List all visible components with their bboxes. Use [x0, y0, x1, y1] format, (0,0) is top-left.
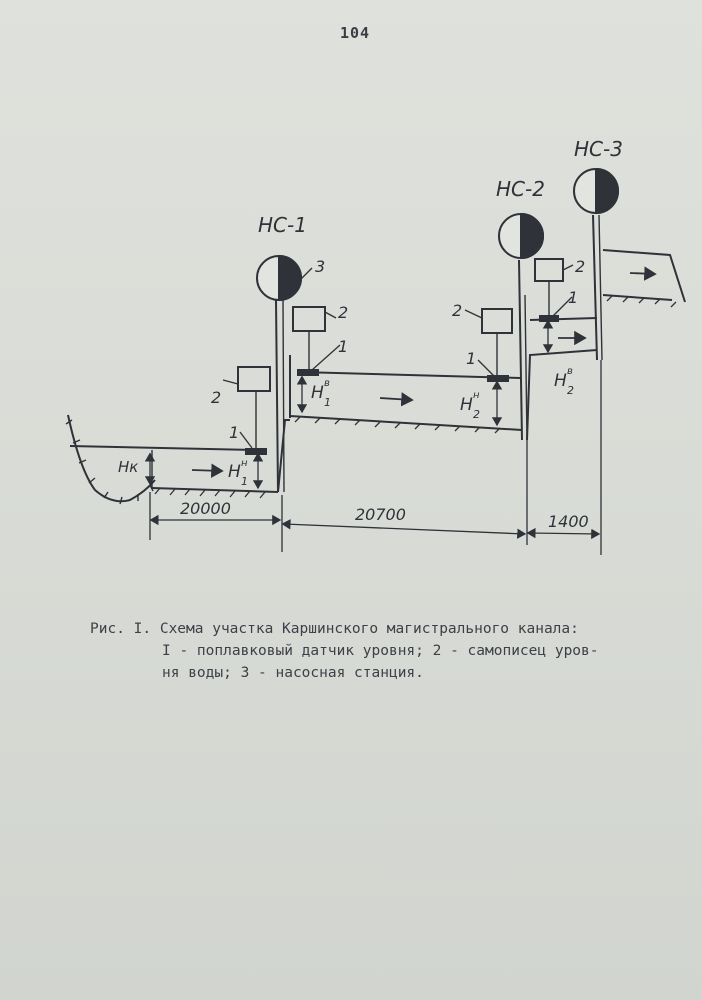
- step2-wall: [526, 349, 598, 441]
- station-label-ns1: НС-1: [258, 213, 307, 237]
- page-number: 104: [340, 24, 371, 42]
- svg-text:1: 1: [241, 475, 248, 488]
- distance-label: 20700: [355, 505, 406, 524]
- pump-station-icon: [498, 212, 544, 260]
- pool1-water-line: [69, 445, 256, 451]
- pump-station-icon: [573, 167, 619, 215]
- level-label-h2-high: H: [554, 371, 567, 391]
- recorder-box: [534, 258, 564, 282]
- pump-stations: [256, 167, 619, 302]
- svg-text:2: 2: [473, 408, 480, 421]
- callout-2: 2: [575, 257, 585, 276]
- svg-text:1: 1: [324, 396, 331, 409]
- callout-2: 2: [452, 301, 462, 320]
- caption-line: Рис. I. Схема участка Каршинского магист…: [90, 621, 579, 637]
- pool1-bottom: [151, 487, 279, 493]
- level-label-h1-high: H: [311, 383, 324, 403]
- callout-2: 2: [338, 303, 348, 322]
- recorder-box: [237, 366, 271, 392]
- instruments: [222, 258, 574, 455]
- float-sensor: [539, 315, 559, 322]
- svg-text:н: н: [241, 458, 248, 469]
- outlet-canal: [602, 249, 686, 303]
- pool2-water-line: [299, 371, 521, 379]
- reservoir-hatch: [65, 419, 154, 505]
- flow-arrow-icon: [191, 463, 224, 478]
- distance-label: 20000: [180, 499, 231, 518]
- figure-labels: НС-1 НС-2 НС-3 3 2 1 2 1 2 1 2 1 Hк H н …: [118, 137, 623, 531]
- caption-line: ня воды; 3 - насосная станция.: [162, 665, 424, 681]
- callout-2: 2: [211, 388, 221, 407]
- svg-text:н: н: [473, 390, 480, 401]
- canal-profile: [65, 214, 686, 555]
- svg-text:2: 2: [567, 384, 574, 397]
- callout-1: 1: [229, 423, 239, 442]
- flow-arrow-icon: [379, 392, 414, 407]
- callout-3: 3: [315, 257, 325, 276]
- level-dimensions: [144, 319, 554, 490]
- level-label-h2-low: H: [460, 395, 473, 415]
- canal-section-diagram: НС-1 НС-2 НС-3 3 2 1 2 1 2 1 2 1 Hк H н …: [65, 137, 686, 555]
- station-label-ns3: НС-3: [574, 137, 623, 161]
- callout-1: 1: [568, 288, 578, 307]
- svg-text:в: в: [324, 378, 330, 389]
- callout-1: 1: [466, 349, 476, 368]
- pump-station-icon: [256, 254, 302, 302]
- figure-caption: Рис. I. Схема участка Каршинского магист…: [90, 618, 650, 684]
- flow-arrow-icon: [629, 266, 657, 281]
- level-label-h1-low: H: [228, 462, 241, 482]
- station-label-ns2: НС-2: [496, 177, 545, 201]
- distance-dimensions: [149, 514, 601, 540]
- float-sensor: [245, 448, 267, 455]
- recorder-box: [481, 308, 513, 334]
- flow-arrows: [191, 266, 657, 478]
- distance-label: 1400: [548, 512, 589, 531]
- recorder-box: [292, 306, 326, 332]
- svg-text:в: в: [567, 366, 573, 377]
- step1-wall: [277, 419, 290, 493]
- level-label-hk: Hк: [118, 458, 138, 476]
- caption-line: I - поплавковый датчик уровня; 2 - самоп…: [162, 643, 599, 659]
- float-sensor: [297, 369, 319, 376]
- pool2-bottom: [289, 415, 523, 431]
- float-sensor: [487, 375, 509, 382]
- callout-1: 1: [338, 337, 348, 356]
- reservoir-bed: [67, 414, 156, 503]
